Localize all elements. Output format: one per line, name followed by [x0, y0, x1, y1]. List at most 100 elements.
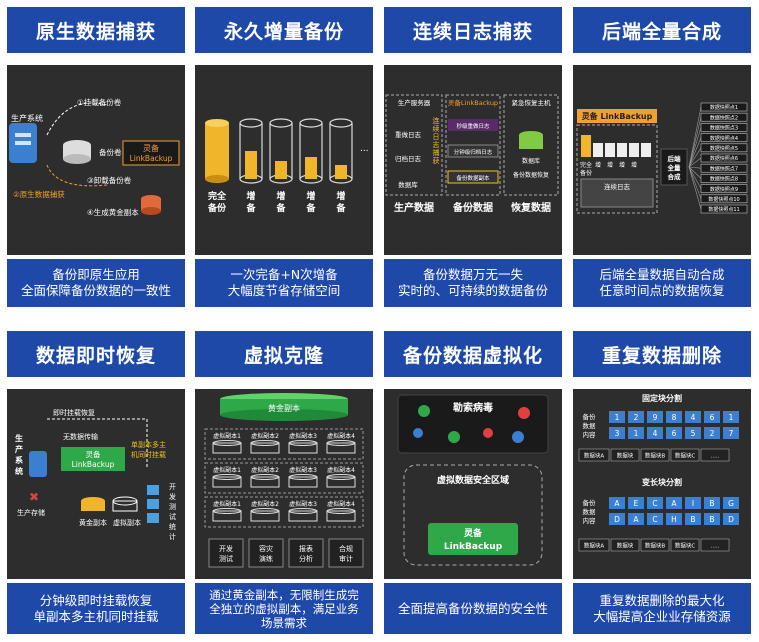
svg-text:勒索病毒: 勒索病毒 — [453, 401, 493, 414]
block-cell-label: 数据块A — [584, 452, 605, 460]
svg-text:开发: 开发 — [219, 544, 233, 553]
data-block-label: 1 — [634, 429, 639, 438]
card-incremental: 永久增量备份 ... 完全 备份 增 备 增 备 — [195, 7, 373, 307]
virtual-copy-label: 虚拟副本4 — [327, 432, 355, 440]
virtual-copy-label: 虚拟副本1 — [213, 500, 241, 508]
card-data-virtualization: 备份数据虚拟化 勒索病毒 虚拟数据安全区域 灵备 LinkBackup 全面提高… — [384, 331, 562, 634]
svg-text:灵备 LinkBackup: 灵备 LinkBackup — [581, 111, 653, 121]
snapshot-point-label: 数据快照点6 — [710, 155, 738, 162]
svg-text:灵备: 灵备 — [463, 527, 483, 539]
snapshot-point-label: 数据快照点5 — [710, 145, 738, 152]
data-block — [704, 411, 720, 423]
svg-text:开: 开 — [169, 483, 176, 491]
data-block — [685, 513, 701, 525]
snapshot-point — [700, 102, 748, 112]
data-block-label: E — [634, 499, 639, 508]
virtual-copy-label: 虚拟副本3 — [289, 466, 317, 474]
card-desc: 重复数据删除的最大化 大幅提高企业业存储资源 — [573, 583, 751, 634]
card-desc: 后端全量数据自动合成 任意时间点的数据恢复 — [573, 259, 751, 307]
prod-label: 生产系统 — [11, 113, 43, 123]
data-block-label: B — [709, 515, 714, 524]
svg-text:演练: 演练 — [259, 554, 273, 563]
snapshot-point-label: 数据快照点8 — [710, 176, 738, 183]
svg-text:志: 志 — [433, 140, 440, 149]
svg-text:即时挂载恢复: 即时挂载恢复 — [53, 408, 95, 417]
svg-text:备份: 备份 — [207, 202, 227, 214]
virus-icon — [518, 407, 530, 419]
diagram-panel: 勒索病毒 虚拟数据安全区域 灵备 LinkBackup — [384, 389, 562, 579]
card-desc: 全面提高备份数据的安全性 — [384, 583, 562, 634]
svg-text:发: 发 — [169, 492, 176, 501]
svg-text:测试: 测试 — [219, 554, 233, 563]
snapshot-point-label: 数据快照点3 — [710, 125, 738, 132]
virtual-copy-label: 虚拟副本3 — [289, 432, 317, 440]
svg-text:增: 增 — [619, 161, 625, 169]
safe-zone — [403, 464, 543, 566]
svg-text:合规: 合规 — [339, 544, 353, 553]
svg-text:恢复数据: 恢复数据 — [511, 201, 551, 214]
svg-text:虚拟副本: 虚拟副本 — [113, 518, 141, 527]
svg-text:生产存储: 生产存储 — [17, 508, 45, 517]
redo-log-bar — [448, 119, 498, 131]
data-block — [609, 513, 625, 525]
svg-text:变长块分割: 变长块分割 — [642, 477, 682, 487]
diagram-panel: 生产系统 ①挂载备份卷 备份卷 ③卸载备份卷 ④生成黄金副本 ②原生数据捕获 灵… — [7, 65, 185, 255]
virtual-copy-label: 虚拟副本1 — [213, 432, 241, 440]
data-block-label: C — [652, 499, 657, 508]
app-box — [248, 538, 284, 568]
svg-text:日: 日 — [433, 133, 440, 141]
svg-text:无数据传输: 无数据传输 — [63, 432, 98, 441]
virus-icon — [448, 431, 460, 443]
data-block — [628, 411, 644, 423]
data-block-label: A — [614, 499, 620, 508]
block-cell — [610, 448, 640, 462]
virtual-copy-disk — [250, 442, 280, 454]
svg-text:增: 增 — [246, 190, 255, 202]
svg-text:虚拟数据安全区域: 虚拟数据安全区域 — [437, 474, 509, 486]
block-cell — [610, 538, 640, 552]
data-block-label: D — [728, 515, 734, 524]
data-block-label: C — [652, 515, 657, 524]
svg-text:完全: 完全 — [208, 190, 227, 202]
svg-text:生: 生 — [15, 433, 23, 443]
svg-text:备: 备 — [245, 202, 256, 214]
svg-text:备份: 备份 — [583, 498, 597, 507]
data-block — [647, 497, 663, 509]
svg-text:增: 增 — [276, 190, 285, 202]
snapshot-point-label: 数据快照点10 — [708, 196, 739, 203]
snapshot-point — [700, 133, 748, 142]
data-block-label: 9 — [653, 413, 658, 422]
data-block-label: G — [728, 499, 734, 508]
step3: ③卸载备份卷 — [87, 175, 132, 185]
svg-text:系: 系 — [15, 455, 23, 465]
block-cell — [640, 448, 670, 462]
snapshot-point-label: 数据快照点9 — [710, 186, 738, 193]
svg-text:LinkBackup: LinkBackup — [130, 154, 173, 163]
svg-text:获: 获 — [433, 156, 440, 165]
linkbackup-banner — [577, 109, 657, 123]
data-block — [666, 497, 682, 509]
incremental-diagram: ... 完全 备份 增 备 增 备 增 备 增 备 — [205, 118, 369, 214]
snapshot-point — [700, 153, 748, 163]
svg-text:统: 统 — [169, 522, 176, 531]
card-desc: 备份即原生应用 全面保障备份数据的一致性 — [7, 259, 185, 307]
svg-text:增: 增 — [631, 161, 637, 169]
data-block-label: 5 — [691, 429, 696, 438]
snapshot-point — [700, 184, 748, 193]
data-block — [647, 513, 663, 525]
snapshot-point-label: 数据快照点4 — [710, 135, 738, 142]
svg-text:分钟级归档日志: 分钟级归档日志 — [454, 148, 493, 156]
data-block-label: 6 — [672, 429, 677, 438]
data-block — [723, 411, 739, 423]
svg-text:备份数据副本: 备份数据副本 — [456, 174, 490, 182]
block-cell-label: 数据块C — [675, 542, 696, 550]
snapshot-point — [700, 112, 748, 122]
svg-text:归档日志: 归档日志 — [395, 154, 422, 163]
diagram-panel: 生产服务器 灵备LinkBackup 紧急恢复主机 重做日志 归档日志 数据库 … — [384, 65, 562, 255]
data-block — [685, 411, 701, 423]
data-block — [666, 427, 682, 439]
